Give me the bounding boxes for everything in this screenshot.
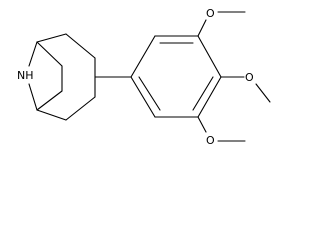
- bicyclic-ring: [28, 33, 96, 121]
- atom-label-nh: NH: [17, 69, 34, 82]
- atom-label-o-bottom: O: [206, 134, 215, 147]
- bond-bridge-c1: [36, 41, 63, 67]
- methoxy-top: [197, 11, 246, 37]
- bond-ar3-o3: [197, 19, 207, 37]
- atom-label-o-top: O: [206, 7, 215, 20]
- bond-ar3-ar4: [197, 35, 222, 78]
- bond-ar5-o5: [197, 116, 207, 133]
- bond-c4-c5: [65, 96, 96, 121]
- bond-c5-c6: [36, 109, 67, 121]
- bond-c1-c2: [36, 33, 67, 43]
- bond-ar6-ar1: [130, 76, 156, 118]
- methoxy-middle: [220, 76, 271, 103]
- bond-ar-inner-3: [138, 76, 161, 111]
- molecule-structure-diagram: NH O O O: [17, 7, 271, 147]
- bond-o4-methyl: [255, 83, 271, 103]
- bond-ar4-ar5: [197, 76, 222, 118]
- benzene-ring: [130, 35, 222, 118]
- atom-label-o-middle: O: [245, 71, 254, 84]
- bond-c2-c3: [65, 33, 96, 59]
- bond-ar1-ar2: [130, 35, 156, 78]
- bond-n8-c6: [28, 83, 38, 111]
- methoxy-bottom: [197, 116, 246, 142]
- bond-ar-inner-2: [192, 76, 214, 111]
- bond-c1-n8: [28, 41, 38, 67]
- bond-bridge-c6: [36, 90, 63, 111]
